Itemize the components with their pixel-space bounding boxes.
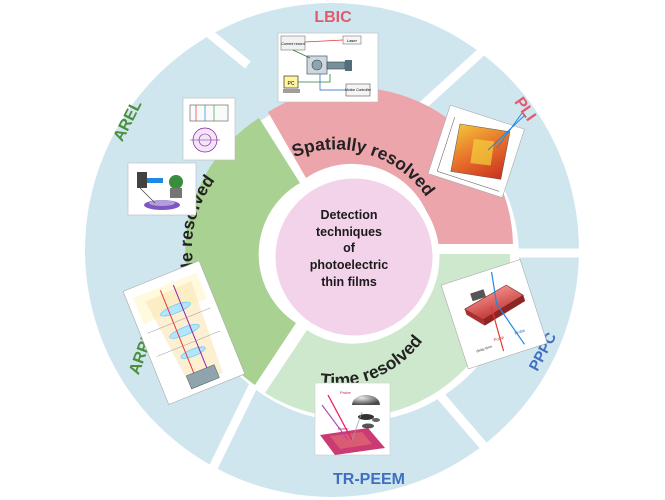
lbic-motion-controller-label: Motion Controller [345,88,372,92]
arel-setup-image-top [182,97,236,161]
center-line-5: thin films [321,275,377,289]
center-text: Detection techniques of photoelectric th… [310,208,389,289]
label-trpeem: TR-PEEM [333,471,405,488]
pppc-delay-label: delay time [476,345,493,354]
lbic-current-record-label: Current record [281,42,304,46]
trpeem-pump-label: Pump [338,426,349,431]
pli-map-image [427,104,526,199]
pppc-pump-label: Pump [493,334,505,342]
label-lbic: LBIC [314,9,352,26]
arel-setup-image-bottom [127,162,197,216]
outer-ring-separators [202,26,585,472]
center-line-1: Detection [321,208,378,222]
lbic-pc-label: PC [288,81,295,87]
center-line-3: of [343,241,356,255]
lbic-laser-label: Laser [347,38,358,43]
center-line-2: techniques [316,225,382,239]
center-line-4: photoelectric [310,258,389,272]
pppc-probe-label: Probe [514,327,526,335]
trpeem-setup-image: Probe Pump [314,382,391,456]
arpl-setup-image [122,260,246,405]
lbic-setup-image: Current record Laser PC Motion Controlle… [277,32,379,103]
center-circle [268,171,440,343]
pppc-setup-image: Probe Pump delay time [440,259,548,370]
trpeem-probe-label: Probe [340,390,351,395]
